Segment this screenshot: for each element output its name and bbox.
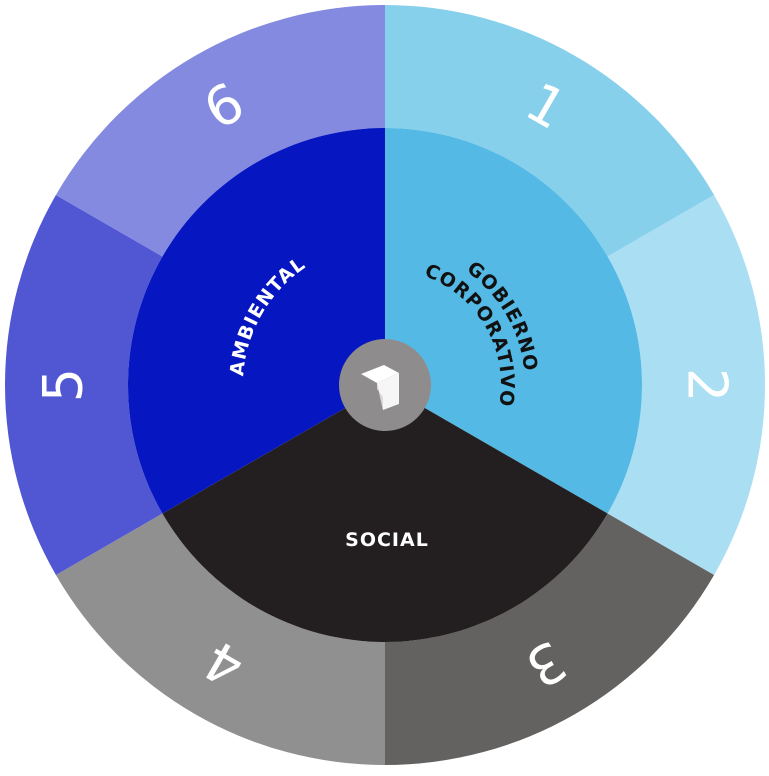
inner-ring <box>128 128 642 642</box>
inner-section-social <box>162 385 608 642</box>
cube-logo-icon <box>361 365 399 410</box>
outer-segment-number: 5 <box>32 368 95 402</box>
inner-section-gobierno-corporativo <box>385 128 642 514</box>
label-social: SOCIAL <box>345 529 429 551</box>
center-hub <box>339 339 431 431</box>
outer-segment-number: 2 <box>676 368 739 402</box>
outer-segment-4 <box>55 513 386 765</box>
outer-segment-6 <box>55 5 386 257</box>
outer-segment-1 <box>385 5 715 257</box>
outer-segment-3 <box>385 513 715 766</box>
outer-segment-2 <box>607 195 765 575</box>
inner-section-ambiental <box>128 128 385 514</box>
outer-segment-5 <box>4 195 163 575</box>
